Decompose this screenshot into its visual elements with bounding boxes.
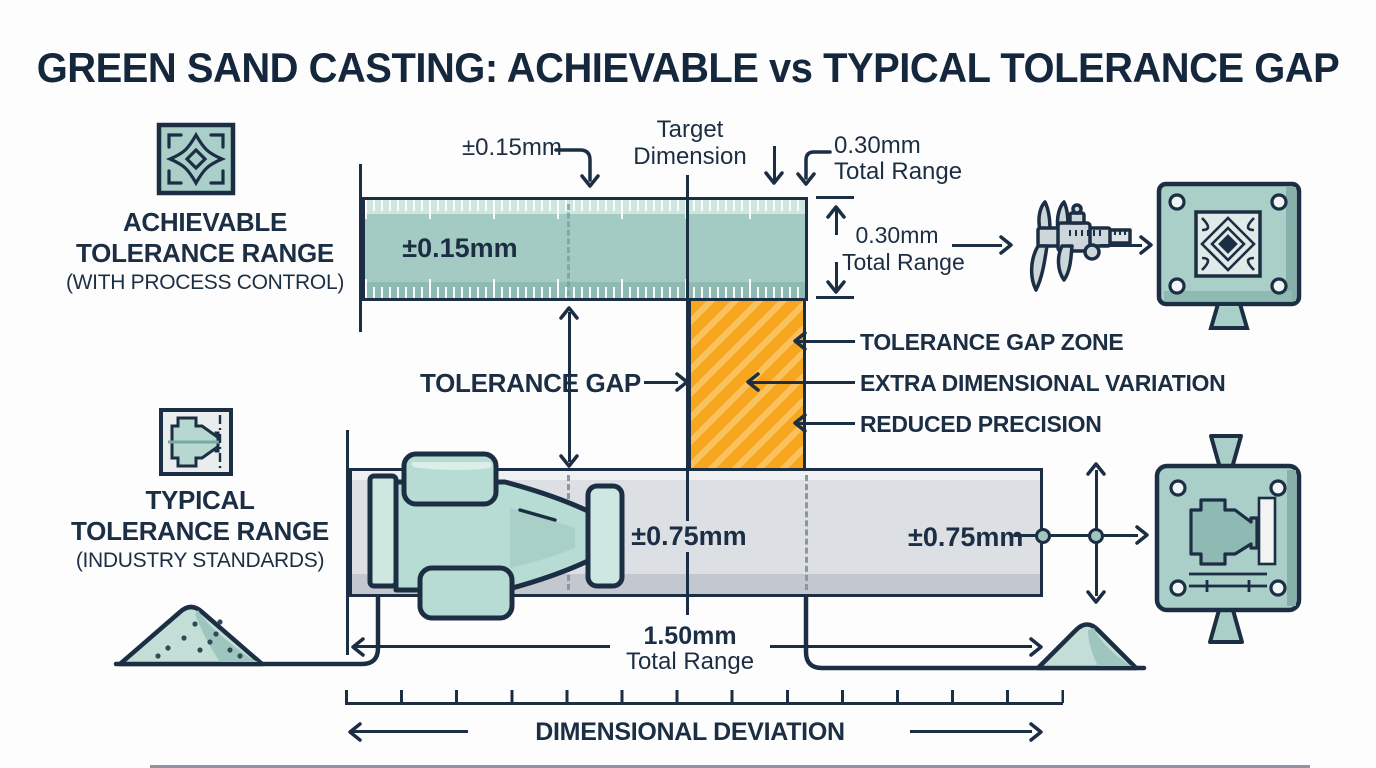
arrow-to-caliper-line (952, 244, 1002, 247)
zone-label1: TOLERANCE GAP ZONE (860, 329, 1124, 355)
achievable-dashed-line (567, 204, 570, 296)
crosshair-node (1088, 528, 1104, 544)
tolerance-gap-zone (688, 301, 806, 468)
achievable-tolerance-bar (362, 197, 808, 301)
typical-bar-value: ±0.75mm (628, 521, 750, 552)
range-side-line2: Total Range (842, 249, 965, 275)
callout-hook-arrow (554, 148, 600, 188)
typical-side-value: ±0.75mm (908, 522, 1024, 552)
range-right-head (1029, 637, 1043, 657)
target-dimension-line (686, 175, 689, 615)
range-right-line (770, 645, 1032, 648)
total-range-label: 1.50mm Total Range (615, 622, 765, 675)
zone-label3: REDUCED PRECISION (860, 411, 1102, 437)
bracket-down-head (826, 280, 846, 294)
ruler-ticks-top-long (365, 200, 805, 219)
arrow-to-plate-line (1100, 244, 1142, 247)
ornament-pattern-icon (156, 122, 236, 196)
left-connector-and-sand-pile (113, 594, 381, 667)
target-label-line1: Target (656, 116, 724, 143)
bracket-up-head (826, 205, 846, 219)
side-value-stub-line (1014, 534, 1038, 537)
side-arrow-down-head (1086, 590, 1106, 604)
bottom-edge-partial-line (150, 765, 1310, 768)
casting-drawing-icon (159, 408, 233, 476)
gap-arrow-up-head (559, 306, 579, 320)
achievable-label: ACHIEVABLE TOLERANCE RANGE (WITH PROCESS… (40, 207, 370, 296)
range-top-label: 0.30mm Total Range (834, 133, 962, 185)
range-left-head (351, 637, 365, 657)
typical-label-line1: TYPICAL (145, 485, 255, 515)
typical-label: TYPICAL TOLERANCE RANGE (INDUSTRY STANDA… (25, 485, 375, 574)
zone-label1-head (793, 331, 807, 351)
page-title: GREEN SAND CASTING: ACHIEVABLE vs TYPICA… (36, 44, 1340, 91)
total-range-value: 1.50mm (643, 622, 737, 650)
typical-label-line3: (INDUSTRY STANDARDS) (75, 549, 325, 572)
down-arrow-line (773, 146, 776, 180)
total-range-caption: Total Range (625, 648, 755, 675)
casting-part-icon (367, 451, 625, 621)
bracket-bottom-tick (816, 296, 854, 299)
achievable-label-line3: (WITH PROCESS CONTROL) (65, 271, 345, 294)
range-side-label: 0.30mm Total Range (842, 222, 965, 276)
down-arrow-head (764, 171, 784, 185)
target-dimension-label: Target Dimension (610, 116, 770, 170)
bottom-ruler-line (345, 702, 1063, 705)
tolerance-gap-label: TOLERANCE GAP (420, 368, 641, 398)
axis-left-line (352, 730, 468, 733)
achievable-axis-line (359, 164, 362, 332)
arrow-to-plate-head (1139, 235, 1153, 255)
zone-label3-line (797, 422, 855, 425)
typical-label-line2: TOLERANCE RANGE (71, 516, 329, 546)
range-top-line1: 0.30mm (834, 132, 921, 159)
range-top-line2: Total Range (834, 158, 963, 185)
achievable-label-line2: TOLERANCE RANGE (76, 238, 334, 268)
pattern-plate-icon (1156, 181, 1302, 330)
zone-label1-line (797, 340, 855, 343)
bottom-ruler-ticks (345, 690, 1064, 703)
zone-label2-head (746, 372, 760, 392)
right-connector-and-sand-pile (803, 594, 1147, 671)
axis-label: DIMENSIONAL DEVIATION (535, 718, 845, 746)
gap-arrow-down-head (559, 454, 579, 468)
range-side-line1: 0.30mm (855, 222, 939, 248)
range-top-hook-arrow (796, 150, 832, 186)
typical-dashed-line-right (805, 475, 808, 590)
side-arrow-up-head (1086, 462, 1106, 476)
axis-right-line (910, 730, 1032, 733)
achievable-bar-value: ±0.15mm (402, 233, 518, 263)
ruler-ticks-bottom-long (365, 279, 805, 298)
achievable-callout: ±0.15mm (462, 134, 562, 161)
gap-pointer-line (644, 381, 678, 384)
caliper-icon (1029, 200, 1132, 292)
zone-label3-head (793, 413, 807, 433)
bar-edge-node (1035, 528, 1051, 544)
axis-left-head (348, 722, 362, 742)
bracket-top-tick (816, 196, 854, 199)
achievable-label-line1: ACHIEVABLE (122, 207, 288, 237)
bracket-down-line (835, 262, 838, 290)
side-arrow-head (1135, 525, 1149, 545)
zone-label2: EXTRA DIMENSIONAL VARIATION (860, 370, 1226, 396)
target-label-line2: Dimension (633, 143, 747, 170)
zone-label2-line (750, 381, 855, 384)
range-left-line (355, 645, 610, 648)
axis-right-head (1029, 722, 1043, 742)
mold-plate-icon (1154, 434, 1302, 644)
gap-double-arrow-line (568, 312, 571, 462)
arrow-to-caliper-head (999, 235, 1013, 255)
typical-axis-line (346, 430, 349, 655)
bracket-up-line (835, 207, 838, 235)
